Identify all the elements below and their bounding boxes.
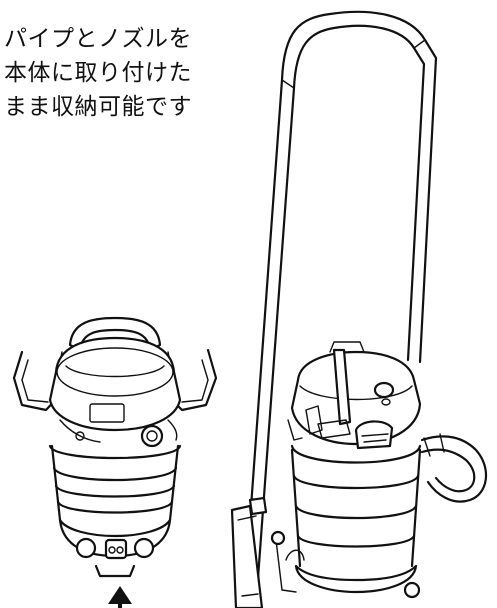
- caster-wheel: [403, 581, 421, 599]
- power-knob: [140, 424, 164, 448]
- extension-pipe-inner: [256, 24, 426, 580]
- caption-line-1: パイプとノズルを: [4, 26, 192, 52]
- suction-hose: [420, 435, 488, 503]
- caster-base-right: [294, 564, 418, 594]
- caption-line-2: 本体に取り付けた: [4, 60, 192, 86]
- drum-band-1-right: [292, 474, 420, 490]
- drum-rim-top-right: [290, 444, 422, 464]
- pipe-holder-clip: [332, 348, 352, 426]
- extension-pipe-outer: [244, 10, 438, 578]
- drum-band-2-right: [294, 504, 418, 520]
- vacuum-rear-view: [12, 316, 218, 578]
- storage-caption: パイプとノズルを 本体に取り付けた まま収納可能です: [4, 22, 244, 124]
- carry-handle: [68, 316, 162, 352]
- motor-head: [48, 336, 182, 432]
- rating-label: [89, 403, 125, 423]
- drum-rim-top: [48, 444, 182, 460]
- drum-band-2: [54, 484, 176, 498]
- floor-nozzle: [230, 504, 264, 608]
- vacuum-stored-view: [230, 10, 488, 608]
- caption-line-3: まま収納可能です: [4, 94, 192, 120]
- drum-band-1: [52, 466, 178, 482]
- up-arrow-icon: [108, 586, 132, 608]
- power-switch: [373, 381, 395, 399]
- side-hook: [285, 549, 305, 561]
